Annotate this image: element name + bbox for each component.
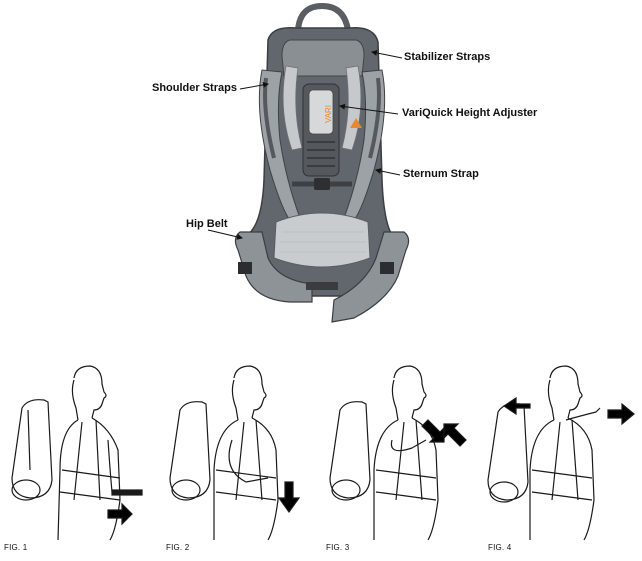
fig-3-label: FIG. 3 xyxy=(326,543,350,552)
callout-hip-belt: Hip Belt xyxy=(186,218,228,230)
vari-quick-logo: VARI xyxy=(324,105,333,123)
callout-sternum-strap: Sternum Strap xyxy=(403,168,479,180)
brand-logo-icon xyxy=(350,118,362,128)
figure-panels xyxy=(11,365,635,541)
fig-4-arrow-back-icon xyxy=(502,396,531,416)
fig-2-label: FIG. 2 xyxy=(166,543,190,552)
fig-2-arrow-icon xyxy=(277,481,301,514)
fig-3-arrow-out-icon xyxy=(443,423,467,447)
fig-1-arrow-icon xyxy=(107,502,133,526)
fig-3-illustration xyxy=(329,365,439,541)
fig-4-label: FIG. 4 xyxy=(488,543,512,552)
fig-3-arrow-in-icon xyxy=(421,419,445,443)
fig-1-label: FIG. 1 xyxy=(4,543,28,552)
callout-shoulder-straps: Shoulder Straps xyxy=(152,82,237,94)
fig-4-illustration xyxy=(487,365,601,541)
backpack-vacuum-image: VARI xyxy=(234,2,410,323)
fig-1-illustration xyxy=(11,365,143,541)
callout-variquick-height-adjuster: VariQuick Height Adjuster xyxy=(402,107,538,119)
fig-2-illustration xyxy=(169,365,279,541)
callout-stabilizer-straps: Stabilizer Straps xyxy=(404,51,491,63)
callout-leaders xyxy=(207,50,403,240)
fig-4-arrow-forward-icon xyxy=(607,402,635,426)
